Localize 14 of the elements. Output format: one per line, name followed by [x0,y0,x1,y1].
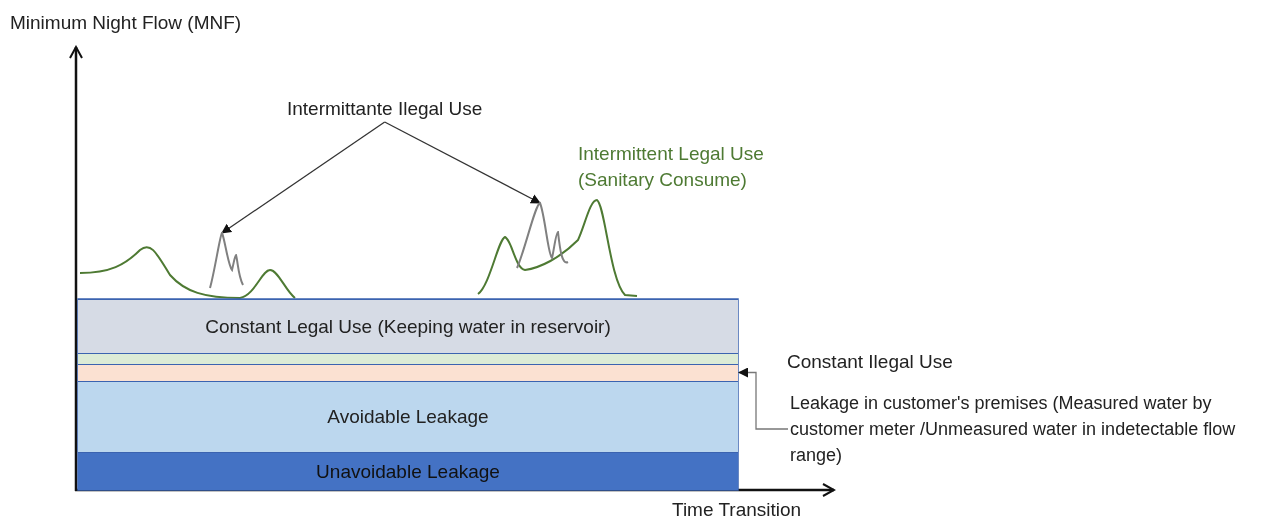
constant-legal-use-band: Constant Legal Use (Keeping water in reservoir) [78,299,738,353]
customer-leakage-band [78,364,738,381]
avoidable-leakage-band: Avoidable Leakage [78,381,738,452]
arrow [221,121,386,234]
unavoidable-leakage-band: Unavoidable Leakage [78,452,738,490]
callout-text: Intermittante Ilegal Use [287,96,483,122]
curve-label: Intermittent Legal Use (Sanitary Consume) [578,142,765,192]
axis-title: Minimum Night Flow (MNF) [10,11,242,35]
axis-title: Time Transition [672,498,802,522]
constant-illegal-use-band [78,353,738,364]
band-caption: Constant Ilegal Use [787,350,953,374]
leader-text: Leakage in customer's premises (Measured water by customer meter /Unmeasured water in indetectable flow range) [790,390,1260,468]
leader-line [738,367,789,430]
arrow [384,121,541,204]
